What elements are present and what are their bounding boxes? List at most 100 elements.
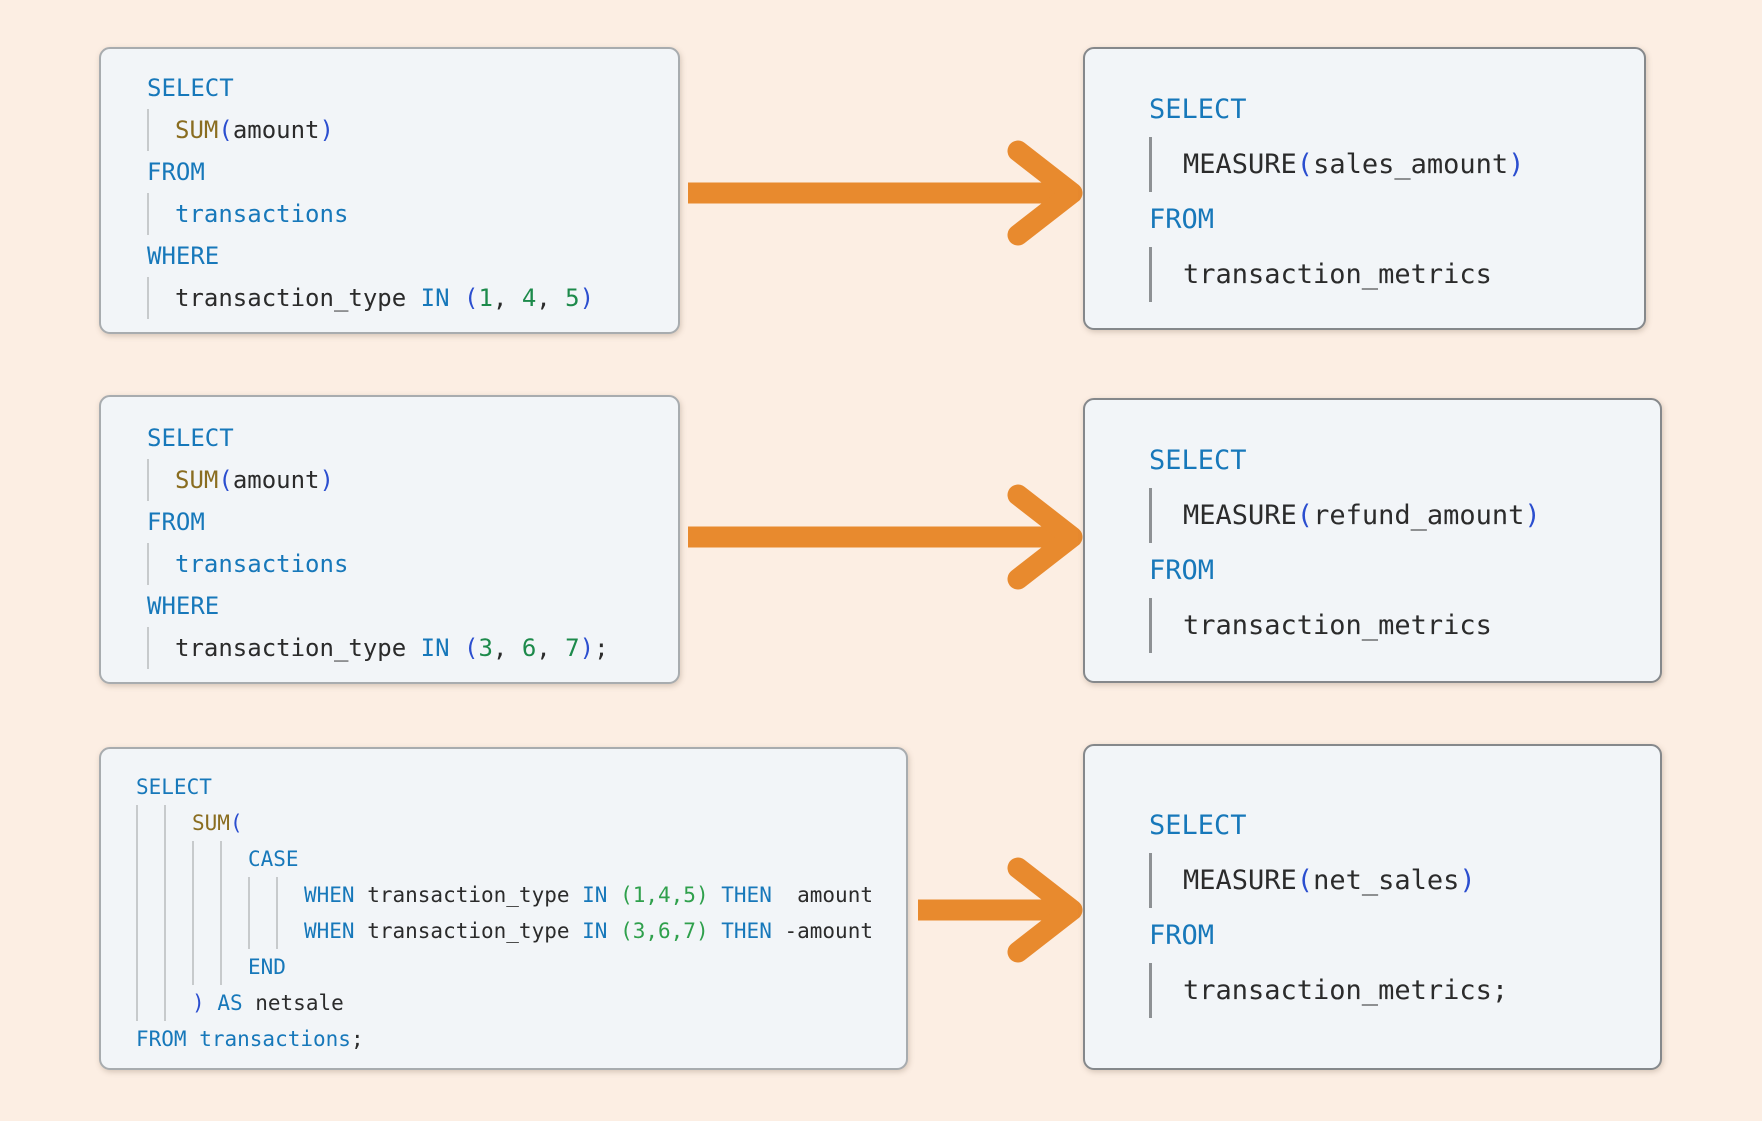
code-token: IN bbox=[582, 883, 621, 907]
indent-guide bbox=[147, 459, 175, 501]
code-line: SELECT bbox=[1149, 798, 1660, 853]
code-token: sales_amount bbox=[1313, 149, 1509, 180]
code-token: ( bbox=[464, 634, 479, 662]
code-token: MEASURE bbox=[1183, 500, 1297, 531]
arrow-row-2-icon bbox=[688, 484, 1083, 590]
code-token bbox=[709, 919, 722, 943]
code-token: transactions bbox=[175, 200, 349, 228]
indent-guide bbox=[220, 949, 248, 985]
code-token: ( bbox=[218, 466, 233, 494]
code-token: ) bbox=[192, 991, 205, 1015]
indent-guide bbox=[136, 913, 164, 949]
code-token: ) bbox=[1524, 500, 1541, 531]
code-token: transaction_metrics bbox=[1183, 610, 1492, 641]
code-line: FROM bbox=[1149, 543, 1660, 598]
code-line: transaction_metrics bbox=[1149, 247, 1644, 302]
indent-guide bbox=[136, 985, 164, 1021]
indent-guide bbox=[147, 277, 175, 319]
code-token: transactions bbox=[199, 1027, 351, 1051]
code-token: refund_amount bbox=[1313, 500, 1525, 531]
code-token: FROM bbox=[1149, 555, 1215, 586]
code-token: WHEN bbox=[304, 919, 368, 943]
code-line: SELECT bbox=[136, 769, 906, 805]
code-token: SELECT bbox=[136, 775, 212, 799]
code-token: SELECT bbox=[1149, 810, 1247, 841]
code-line: MEASURE(net_sales) bbox=[1149, 853, 1660, 908]
indent-guide bbox=[147, 627, 175, 669]
indent-guide bbox=[1149, 488, 1183, 543]
code-token: ) bbox=[1459, 865, 1476, 896]
indent-guide bbox=[220, 877, 248, 913]
code-token: 1 bbox=[478, 284, 493, 312]
code-token: FROM bbox=[1149, 920, 1215, 951]
code-token: ( bbox=[1296, 865, 1314, 896]
indent-guide bbox=[1149, 853, 1183, 908]
indent-guide bbox=[192, 949, 220, 985]
code-line: FROM bbox=[147, 501, 678, 543]
code-line: transaction_type IN (1, 4, 5) bbox=[147, 277, 678, 319]
indent-guide bbox=[136, 877, 164, 913]
indent-guide bbox=[248, 913, 276, 949]
indent-guide bbox=[164, 913, 192, 949]
indent-guide bbox=[1149, 963, 1183, 1018]
code-token: ) bbox=[319, 466, 334, 494]
code-line: SUM(amount) bbox=[147, 459, 678, 501]
indent-guide bbox=[1149, 137, 1183, 192]
code-token: transaction_metrics bbox=[1183, 259, 1492, 290]
code-line: WHEN transaction_type IN (3,6,7) THEN -a… bbox=[136, 913, 906, 949]
code-line: FROM bbox=[147, 151, 678, 193]
code-token: transaction_type bbox=[367, 919, 583, 943]
code-token: FROM bbox=[147, 508, 205, 536]
indent-guide bbox=[164, 805, 192, 841]
code-token: FROM bbox=[136, 1027, 200, 1051]
code-token: ( bbox=[464, 284, 479, 312]
code-token: transaction_type bbox=[175, 634, 421, 662]
code-token: net_sales bbox=[1313, 865, 1460, 896]
code-line: transactions bbox=[147, 543, 678, 585]
code-token: ; bbox=[594, 634, 609, 662]
indent-guide bbox=[248, 877, 276, 913]
code-token: 7 bbox=[565, 634, 580, 662]
code-token: IN bbox=[582, 919, 621, 943]
code-token: ) bbox=[579, 634, 595, 662]
code-token: CASE bbox=[248, 847, 299, 871]
code-token: transaction_type bbox=[175, 284, 421, 312]
indent-guide bbox=[192, 877, 220, 913]
indent-guide bbox=[164, 841, 192, 877]
code-token: amount bbox=[771, 883, 873, 907]
arrow-row-3-icon bbox=[918, 857, 1083, 963]
code-line: FROM bbox=[1149, 192, 1644, 247]
code-token: WHERE bbox=[147, 242, 220, 270]
code-token: netsale bbox=[242, 991, 344, 1015]
code-token: (1,4,5) bbox=[620, 883, 709, 907]
indent-guide bbox=[1149, 598, 1183, 653]
indent-guide bbox=[147, 109, 175, 151]
indent-guide bbox=[136, 841, 164, 877]
code-token: ) bbox=[1508, 149, 1525, 180]
code-token: amount bbox=[232, 466, 320, 494]
code-token: ( bbox=[218, 116, 233, 144]
code-line: MEASURE(sales_amount) bbox=[1149, 137, 1644, 192]
indent-guide bbox=[220, 841, 248, 877]
code-token: ) bbox=[319, 116, 334, 144]
code-line: END bbox=[136, 949, 906, 985]
code-token: 6 bbox=[521, 634, 537, 662]
code-line: CASE bbox=[136, 841, 906, 877]
code-line: SUM(amount) bbox=[147, 109, 678, 151]
code-line: SELECT bbox=[1149, 433, 1660, 488]
code-token: SELECT bbox=[1149, 445, 1247, 476]
code-token: , bbox=[492, 284, 522, 312]
indent-guide bbox=[164, 949, 192, 985]
code-token: transaction_type bbox=[367, 883, 583, 907]
code-token: SUM bbox=[192, 811, 230, 835]
code-token: MEASURE bbox=[1183, 865, 1297, 896]
code-token: WHERE bbox=[147, 592, 220, 620]
code-line: FROM bbox=[1149, 908, 1660, 963]
indent-guide bbox=[147, 543, 175, 585]
